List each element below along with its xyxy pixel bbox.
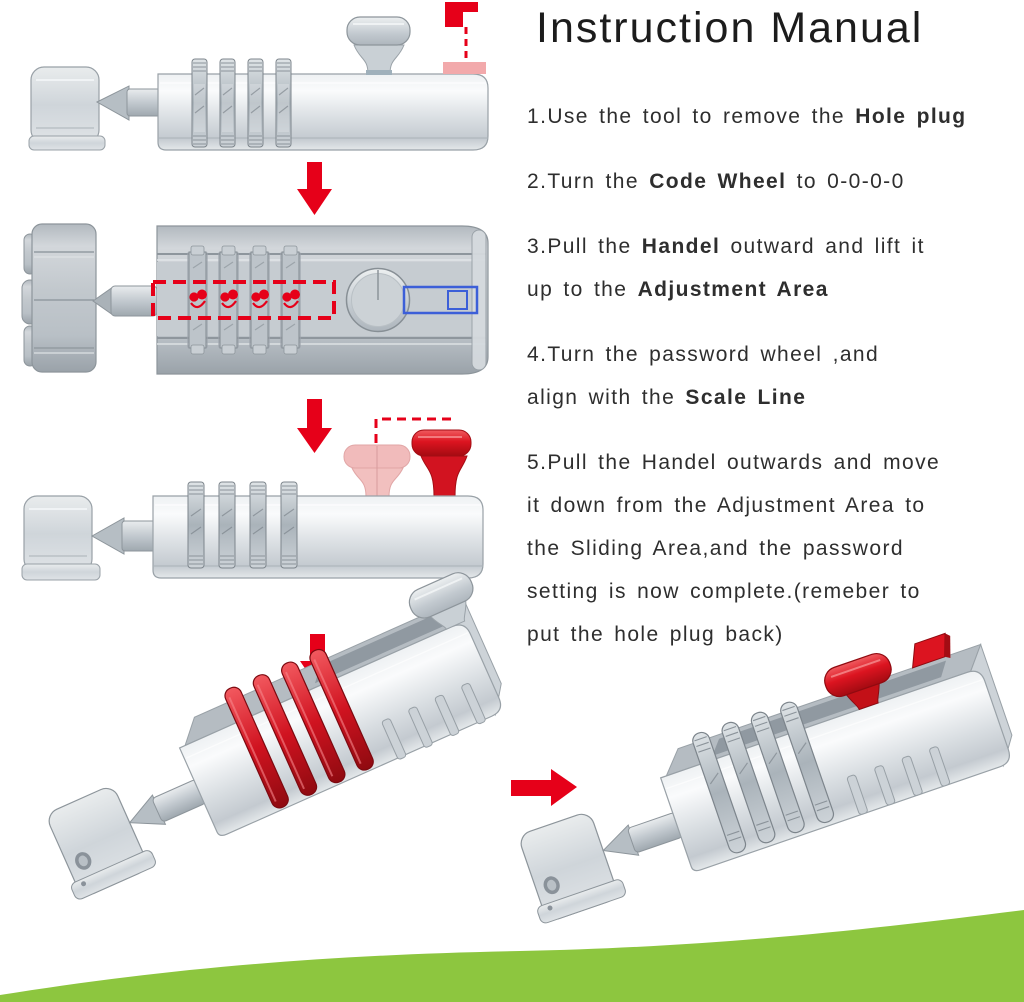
handle-knob-3d	[408, 572, 474, 630]
illustration-step5-completed-lock	[520, 632, 1013, 924]
bolt-top-view	[92, 285, 158, 317]
code-wheel	[275, 58, 292, 148]
removal-tool-icon	[445, 2, 478, 27]
wall-bracket	[28, 66, 106, 151]
code-wheels-red	[224, 648, 374, 809]
code-wheels-3d	[692, 701, 835, 854]
arrow-down-icon	[297, 162, 332, 215]
instruction-step: 2.Turn the Code Wheel to 0-0-0-0	[527, 170, 905, 193]
handle-knob-top-view	[345, 267, 411, 333]
handle-knob-red-position	[411, 429, 472, 498]
arrow-right-icon	[511, 769, 577, 806]
bolt-3d	[602, 812, 683, 856]
illustration-step2-top-view	[21, 223, 489, 375]
code-wheel-with-red-dots	[280, 245, 301, 355]
hole-plug-outline	[402, 285, 479, 315]
code-wheel	[218, 481, 236, 569]
code-wheel-highlight-box	[151, 280, 336, 320]
instruction-step: 3.Pull the Handel outward and lift it up…	[527, 235, 925, 301]
wall-bracket-3d	[520, 813, 626, 924]
steps-list: 1.Use the tool to remove the Hole plug 2.…	[524, 95, 1024, 656]
instruction-step: 1.Use the tool to remove the Hole plug	[527, 105, 967, 128]
handle-knob-ghost-position	[343, 444, 411, 498]
lock-body	[157, 73, 489, 151]
code-wheel-with-red-dots	[249, 245, 270, 355]
instruction-step: 4.Turn the password wheel ,and align wit…	[527, 343, 880, 409]
wall-bracket	[21, 495, 101, 581]
instruction-step: 5.Pull the Handel outwards and move it d…	[527, 451, 941, 646]
code-wheel-with-red-dots	[218, 245, 239, 355]
bolt	[90, 517, 161, 555]
code-wheel	[280, 481, 298, 569]
handle-move-dashed-line	[374, 417, 452, 443]
wall-bracket-3d	[48, 787, 156, 900]
code-wheel	[219, 58, 236, 148]
code-wheel	[247, 58, 264, 148]
code-wheel-with-red-dots	[187, 245, 208, 355]
code-wheels	[187, 481, 298, 569]
instructions-panel: Instruction Manual 1.Use the tool to rem…	[524, 0, 1024, 678]
illustration-step4-adjustment-area	[48, 572, 502, 900]
hole-plug-red-corner	[911, 632, 951, 669]
wall-bracket-top-view	[21, 223, 97, 373]
illustration-step1-remove-hole-plug	[28, 2, 489, 151]
code-wheels-top-view	[187, 245, 301, 355]
handle-knob-red-3d	[824, 652, 892, 711]
page-title: Instruction Manual	[536, 4, 924, 52]
code-wheel	[191, 58, 208, 148]
lock-body-top-view	[156, 225, 489, 375]
code-wheel	[249, 481, 267, 569]
green-banner	[0, 910, 1024, 1002]
bolt-3d	[128, 779, 206, 825]
code-wheels	[191, 58, 292, 148]
arrow-down-icon	[297, 399, 332, 453]
hole-plug-highlight	[443, 62, 486, 74]
bolt	[95, 85, 165, 121]
handle-knob	[346, 16, 411, 75]
code-wheel	[187, 481, 205, 569]
illustration-step3-handle-positions	[21, 417, 484, 581]
